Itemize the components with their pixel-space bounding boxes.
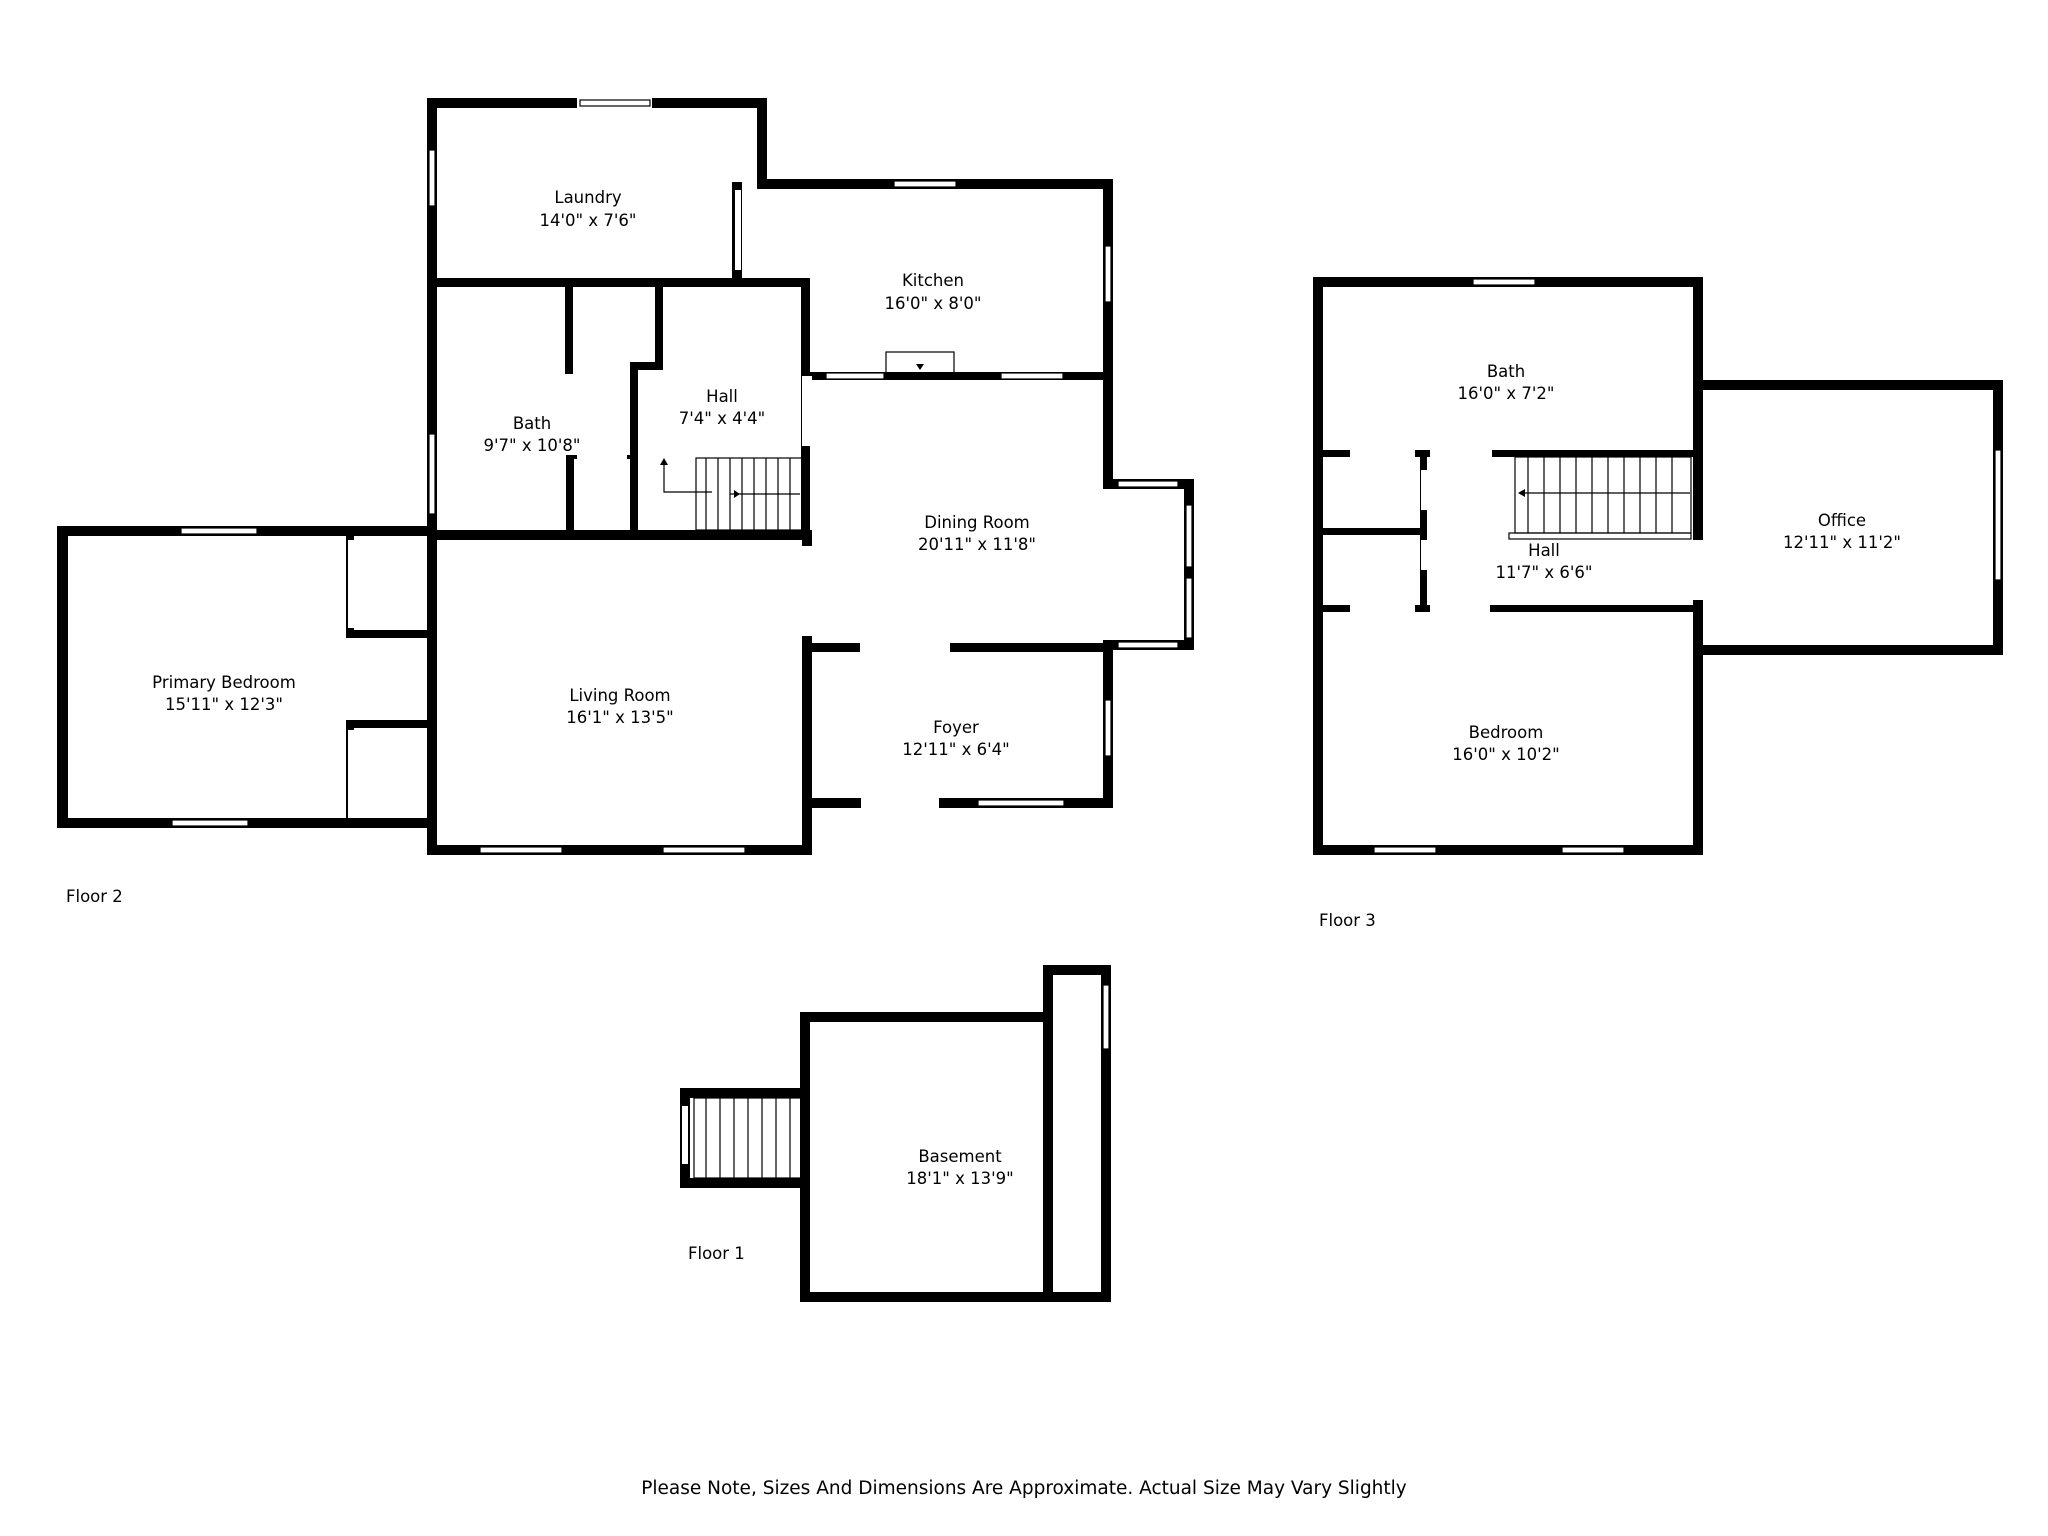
room-name-foyer: Foyer: [933, 718, 979, 737]
room-dim-bath-floor2: 9'7" x 10'8": [484, 436, 581, 455]
room-dim-laundry: 14'0" x 7'6": [540, 211, 637, 230]
floor-labels: Floor 2 Floor 3 Floor 1: [66, 887, 1376, 1263]
room-name-bath-floor2: Bath: [513, 414, 551, 433]
room-dim-hall-floor2: 7'4" x 4'4": [679, 409, 766, 428]
room-name-office: Office: [1818, 511, 1866, 530]
room-name-kitchen: Kitchen: [902, 271, 964, 290]
room-dim-bath-floor3: 16'0" x 7'2": [1458, 384, 1555, 403]
room-name-bedroom: Bedroom: [1469, 723, 1544, 742]
disclaimer-note: Please Note, Sizes And Dimensions Are Ap…: [641, 1478, 1407, 1499]
floor-3-plan: [1313, 277, 2003, 855]
floor-label-3: Floor 3: [1319, 911, 1376, 930]
room-dim-foyer: 12'11" x 6'4": [902, 740, 1010, 759]
floor-1-plan: [680, 965, 1111, 1302]
room-dim-living-room: 16'1" x 13'5": [566, 708, 674, 727]
room-name-primary-bedroom: Primary Bedroom: [152, 673, 296, 692]
floor-2-plan: [57, 98, 1194, 855]
floor-label-2: Floor 2: [66, 887, 123, 906]
room-name-basement: Basement: [918, 1147, 1002, 1166]
room-dim-office: 12'11" x 11'2": [1783, 533, 1901, 552]
room-dim-dining-room: 20'11" x 11'8": [918, 535, 1036, 554]
room-dim-bedroom: 16'0" x 10'2": [1452, 745, 1560, 764]
room-dim-hall-floor3: 11'7" x 6'6": [1496, 563, 1593, 582]
room-name-laundry: Laundry: [554, 188, 621, 207]
room-labels: Laundry 14'0" x 7'6" Kitchen 16'0" x 8'0…: [152, 188, 1901, 1188]
room-dim-primary-bedroom: 15'11" x 12'3": [165, 695, 283, 714]
room-dim-kitchen: 16'0" x 8'0": [885, 294, 982, 313]
room-name-hall-floor3: Hall: [1528, 541, 1560, 560]
room-name-dining-room: Dining Room: [924, 513, 1030, 532]
room-dim-basement: 18'1" x 13'9": [906, 1169, 1014, 1188]
room-name-bath-floor3: Bath: [1487, 362, 1525, 381]
room-name-living-room: Living Room: [569, 686, 670, 705]
floor-label-1: Floor 1: [688, 1244, 745, 1263]
room-name-hall-floor2: Hall: [706, 387, 738, 406]
